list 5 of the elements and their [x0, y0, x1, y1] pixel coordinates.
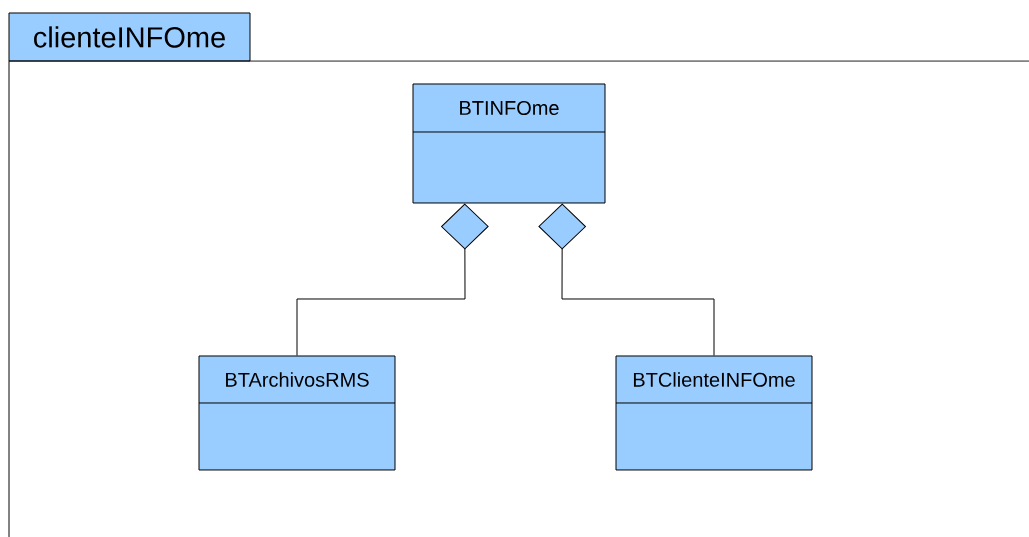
aggregation-connector [538, 203, 715, 356]
aggregation-connector [296, 203, 489, 356]
class-box: BTINFOme [412, 83, 606, 204]
class-box: BTArchivosRMS [198, 355, 396, 471]
class-box: BTClienteINFOme [615, 355, 813, 471]
